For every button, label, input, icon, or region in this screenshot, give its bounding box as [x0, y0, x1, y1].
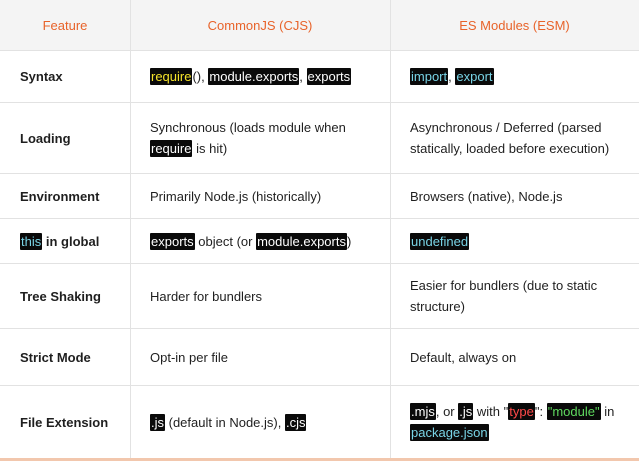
- code-module-exports: module.exports: [208, 67, 300, 85]
- table-row-tree-shaking: Tree Shaking Harder for bundlers Easier …: [0, 264, 639, 329]
- esm-file-extension: .mjs, or .js with "type": "module" in pa…: [410, 403, 615, 441]
- cjs-environment: Primarily Node.js (historically): [150, 188, 322, 204]
- feature-environment: Environment: [20, 188, 100, 204]
- header-cjs: CommonJS (CJS): [207, 17, 313, 33]
- code-this: this: [20, 232, 43, 250]
- feature-this-global: this in global: [20, 232, 100, 250]
- code-export: export: [455, 67, 494, 85]
- cjs-strict-mode: Opt-in per file: [150, 349, 229, 365]
- table-row-this-global: this in global exports object (or module…: [0, 219, 639, 264]
- cjs-this-global: exports object (or module.exports): [150, 232, 352, 250]
- code-package-json: package.json: [410, 424, 489, 441]
- cjs-syntax: require(), module.exports, exports: [150, 67, 352, 85]
- esm-tree-shaking: Easier for bundlers (due to static struc…: [410, 278, 598, 314]
- bottom-accent-line: [0, 458, 639, 461]
- esm-this-global: undefined: [410, 219, 632, 263]
- esm-syntax: import, export: [410, 67, 494, 85]
- esm-environment: Browsers (native), Node.js: [410, 188, 563, 204]
- cjs-tree-shaking: Harder for bundlers: [150, 288, 262, 304]
- table-row-environment: Environment Primarily Node.js (historica…: [0, 174, 639, 219]
- code-module-exports: module.exports: [256, 232, 347, 250]
- feature-file-extension: File Extension: [20, 414, 109, 430]
- table-row-strict-mode: Strict Mode Opt-in per file Default, alw…: [0, 329, 639, 386]
- code-exports: exports: [306, 67, 352, 85]
- code-exports: exports: [150, 232, 195, 250]
- feature-syntax: Syntax: [20, 68, 63, 84]
- code-undefined: undefined: [410, 232, 470, 250]
- code-type: type: [508, 403, 535, 420]
- table-row-loading: Loading Synchronous (loads module when r…: [0, 103, 639, 174]
- code-import: import: [410, 67, 449, 85]
- code-module: "module": [546, 403, 601, 420]
- feature-strict-mode: Strict Mode: [20, 349, 91, 365]
- header-feature: Feature: [42, 17, 88, 33]
- esm-strict-mode: Default, always on: [410, 349, 517, 365]
- header-esm: ES Modules (ESM): [459, 17, 570, 33]
- feature-tree-shaking: Tree Shaking: [20, 288, 101, 304]
- code-mjs: .mjs: [410, 403, 436, 420]
- code-js: .js: [458, 403, 474, 420]
- esm-loading: Asynchronous / Deferred (parsed statical…: [410, 120, 610, 156]
- code-cjs: .cjs: [284, 413, 307, 431]
- feature-loading: Loading: [20, 130, 71, 146]
- table-row-file-extension: File Extension .js (default in Node.js),…: [0, 386, 639, 458]
- table-row-syntax: Syntax require(), module.exports, export…: [0, 50, 639, 103]
- code-js: .js: [150, 413, 165, 431]
- code-require: require: [150, 140, 193, 157]
- cjs-loading: Synchronous (loads module when require i…: [150, 120, 346, 157]
- table-header-row: Feature CommonJS (CJS) ES Modules (ESM): [0, 0, 639, 51]
- cjs-file-extension: .js (default in Node.js), .cjs: [150, 413, 307, 431]
- code-require: require: [150, 67, 193, 85]
